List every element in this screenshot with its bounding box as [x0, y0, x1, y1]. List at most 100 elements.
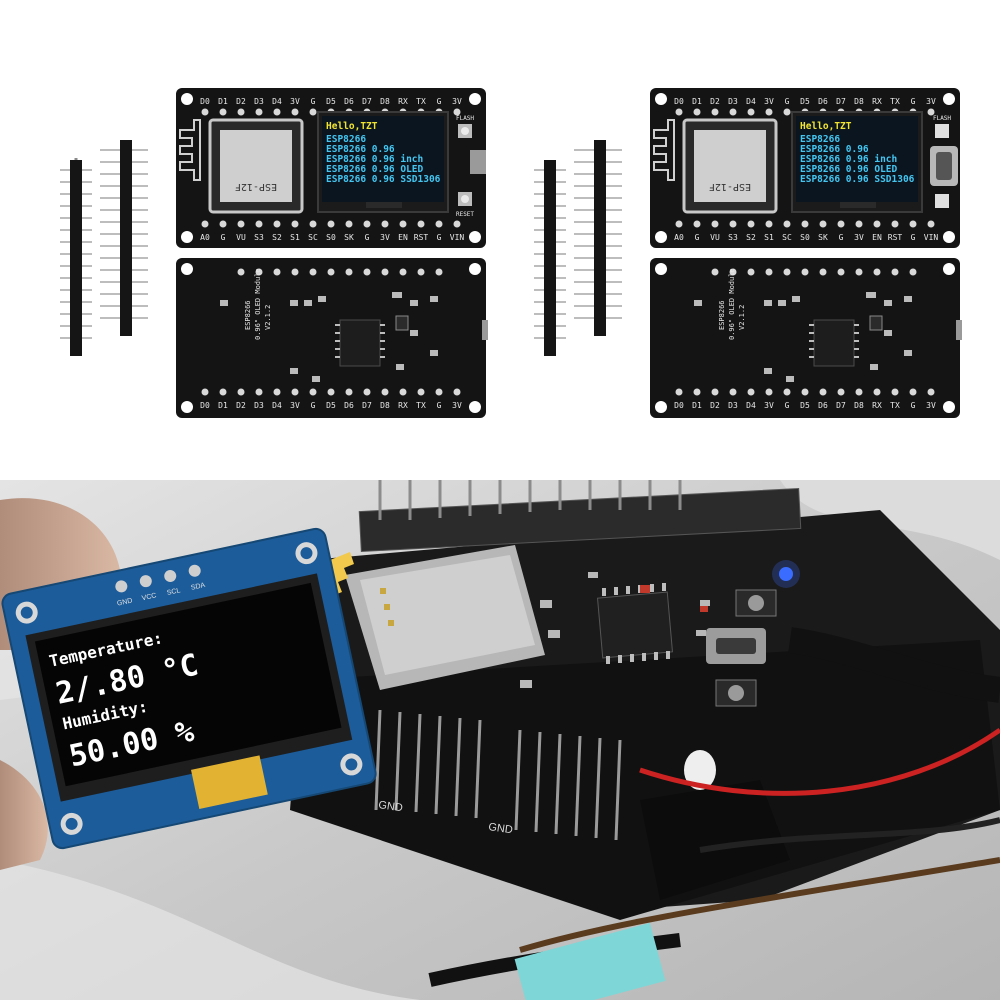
pin-label: D7	[836, 97, 846, 106]
pin-label: 3V	[290, 97, 300, 106]
pin-label: G	[839, 233, 844, 242]
oled-line: ESP8266 0.96 SSD1306	[800, 174, 915, 185]
pin-label: RX	[872, 97, 882, 106]
pin-label: G	[311, 97, 316, 106]
oled-line: ESP8266	[800, 134, 840, 145]
micro-usb-port	[470, 150, 486, 174]
pin-label: D7	[836, 401, 846, 410]
back-board: D0 D1 D2 D3 D4 3V G D5 D6 D7 D8 RX TX G …	[176, 258, 488, 418]
pin-label: 3V	[290, 401, 300, 410]
product-1: D0 D1 D2 D3 D4 3V G D5 D6 D7 D8 RX TX G …	[60, 88, 488, 418]
board-label: ESP8266	[244, 300, 252, 330]
usb-serial-chip	[339, 319, 381, 367]
pin-label: D7	[362, 401, 372, 410]
product-2: D0 D1 D2 D3 D4 3V G D5 D6 D7 D8 RX TX G …	[534, 88, 962, 418]
pin-label: G	[785, 97, 790, 106]
flash-button	[935, 124, 949, 138]
pin-label: G	[785, 401, 790, 410]
front-board: D0 D1 D2 D3 D4 3V G D5 D6 D7 D8 RX TX G …	[176, 88, 486, 248]
pin-label: 3V	[764, 401, 774, 410]
board-label: 0.96" OLED Module	[728, 268, 736, 340]
pin-header-left	[534, 160, 566, 356]
black-wire	[699, 817, 1000, 853]
oled-line: ESP8266 0.96 OLED	[800, 164, 898, 175]
pin-label: EN	[872, 233, 882, 242]
pin-label: RST	[888, 233, 903, 242]
pin-label: D1	[218, 97, 228, 106]
board-label: 0.96" OLED Module	[254, 268, 262, 340]
pin-label: D4	[272, 97, 282, 106]
flex-ribbon	[191, 755, 268, 810]
pin-label: G	[437, 401, 442, 410]
back-board: D0 D1 D2 D3 D4 3V G D5 D6 D7 D8 RX TX G …	[650, 258, 962, 418]
pin-label: G	[437, 233, 442, 242]
pin-label: SDA	[190, 582, 206, 592]
pin-label: D5	[326, 97, 336, 106]
pin-label: D4	[272, 401, 282, 410]
pin-label: D4	[746, 401, 756, 410]
oled-line: Hello,TZT	[800, 121, 852, 132]
pin-label: S2	[746, 233, 756, 242]
pin-label: D5	[326, 401, 336, 410]
pin-label: D3	[728, 97, 738, 106]
pin-label: S1	[764, 233, 774, 242]
oled-line: ESP8266 0.96 SSD1306	[326, 174, 441, 185]
pin-label: 3V	[380, 233, 390, 242]
pin-label: D0	[200, 97, 210, 106]
pin-label: GND	[116, 597, 133, 607]
pin-label: D8	[380, 401, 390, 410]
pin-label: SC	[308, 233, 318, 242]
pin-label: TX	[890, 97, 900, 106]
oled-line: ESP8266 0.96 inch	[326, 154, 423, 165]
nodemcu-board: GND GND	[290, 480, 1000, 920]
pin-header-right	[574, 140, 622, 336]
board-label: GND	[488, 821, 514, 836]
pin-label: D6	[344, 97, 354, 106]
oled-screen	[34, 582, 342, 787]
dc-jack	[640, 780, 790, 900]
pin-label: S0	[800, 233, 810, 242]
pin-label: D0	[674, 97, 684, 106]
oled-module: GND VCC SCL SDA Temperature: 2/.80 °C Hu…	[1, 527, 377, 850]
pin-label: TX	[416, 401, 426, 410]
pin-label: RST	[414, 233, 429, 242]
pin-label: VIN	[924, 233, 939, 242]
pin-label: EN	[398, 233, 408, 242]
reset-label: RESET	[456, 211, 474, 218]
brown-wire	[519, 857, 1000, 953]
pin-label: D0	[674, 401, 684, 410]
oled-screen	[796, 116, 918, 202]
board-label: V2.1.2	[738, 305, 746, 330]
pin-label: S3	[728, 233, 738, 242]
product-photo-panel: D0 D1 D2 D3 D4 3V G D5 D6 D7 D8 RX TX G …	[0, 0, 1000, 480]
pin-label: TX	[890, 401, 900, 410]
pin-label: VCC	[141, 592, 157, 602]
pin-label: D5	[800, 97, 810, 106]
usb-cable	[788, 627, 1000, 703]
pin-label: G	[911, 401, 916, 410]
oled-screen	[322, 116, 444, 202]
flash-label: FLASH	[933, 115, 951, 122]
oled-line: Hello,TZT	[326, 121, 378, 132]
pin-label: D2	[236, 97, 246, 106]
pin-label: S1	[290, 233, 300, 242]
board-label: GND	[378, 799, 404, 814]
pin-label: 3V	[854, 233, 864, 242]
reset-button	[935, 194, 949, 208]
antenna-trace	[653, 119, 675, 181]
oled-line: ESP8266 0.96 OLED	[326, 164, 424, 175]
pin-label: SK	[344, 233, 354, 242]
pin-label: RX	[872, 401, 882, 410]
board-label: ESP8266	[718, 300, 726, 330]
dht-sensor	[514, 922, 666, 1000]
oled-line: ESP8266 0.96	[800, 144, 869, 155]
oled-line: ESP8266	[326, 134, 366, 145]
pin-label: D2	[710, 97, 720, 106]
pin-label: A0	[674, 233, 684, 242]
pin-label: G	[365, 233, 370, 242]
module-label: ESP-12F	[235, 181, 277, 192]
module-label: ESP-12F	[709, 181, 751, 192]
pin-label: S0	[326, 233, 336, 242]
pin-label: D8	[854, 97, 864, 106]
pin-label: G	[437, 97, 442, 106]
